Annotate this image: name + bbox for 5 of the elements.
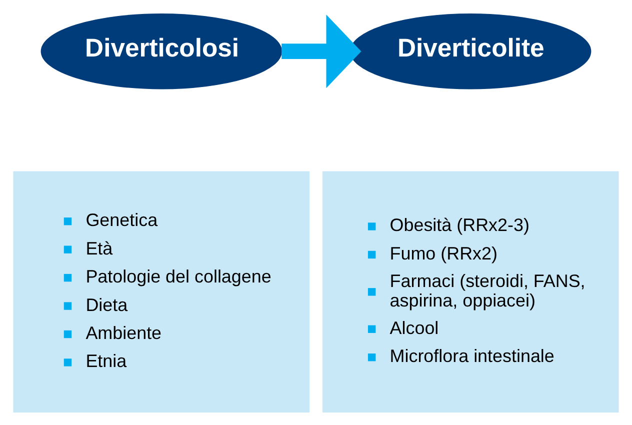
node-box: Genetica Età Patologie del collagene Dieta Ambiente Etnia <box>13 170 310 412</box>
arrow <box>282 14 362 88</box>
node-box: Obesità (RRx2-3) Fumo (RRx2) Farmaci (steroidi, FANS, aspirina, oppiacei) Alcool Microflora intestinale <box>322 170 619 412</box>
node-ellipse: Diverticolosi <box>40 12 282 89</box>
node-ellipse: Diverticolite <box>350 12 592 89</box>
